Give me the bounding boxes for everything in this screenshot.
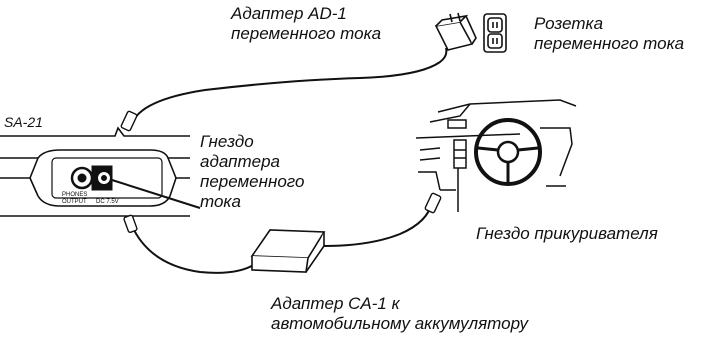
- ac-adapter-label: Адаптер AD-1 переменного тока: [231, 4, 381, 44]
- jack-leader-line: [111, 179, 201, 209]
- lighter-socket-label-text: Гнездо прикуривателя: [476, 224, 658, 243]
- adapter-jack-label-line-1: Гнездо: [200, 132, 254, 151]
- ac-adapter-cable: [131, 47, 448, 125]
- outlet-label: Розетка переменного тока: [534, 14, 684, 54]
- adapter-jack-label: Гнездо адаптера переменного тока: [200, 132, 304, 212]
- ac-adapter-label-line-1: Адаптер AD-1: [231, 4, 347, 23]
- adapter-jack-label-line-3: переменного: [200, 172, 305, 191]
- device-label: SA-21: [4, 112, 43, 132]
- lighter-plug-icon: [424, 192, 442, 214]
- car-dashboard-icon: [415, 99, 577, 191]
- outlet-label-line-1: Розетка: [534, 14, 604, 33]
- car-adapter-label-line-2: автомобильному аккумулятору: [271, 314, 528, 333]
- adapter-jack-label-line-4: тока: [200, 192, 241, 211]
- ac-adapter-label-line-2: переменного тока: [231, 24, 382, 43]
- output-label: OUTPUT: [62, 199, 87, 205]
- car-plug-keyboard-icon: [123, 214, 138, 234]
- outlet-label-line-2: переменного тока: [534, 34, 685, 53]
- car-adapter-box-icon: [250, 229, 326, 273]
- car-adapter-label: Адаптер CA-1 к автомобильному аккумулято…: [271, 294, 528, 334]
- keyboard-body: [0, 126, 190, 217]
- device-label-text: SA-21: [4, 114, 43, 130]
- dc-label: DC 7.5V: [96, 199, 119, 205]
- jack-panel: [51, 157, 163, 199]
- outlet-icon: [483, 13, 507, 53]
- car-adapter-label-line-1: Адаптер CA-1 к: [271, 294, 400, 313]
- adapter-jack-label-line-2: адаптера: [200, 152, 280, 171]
- ac-plug-icon: [120, 110, 138, 132]
- phones-label: PHONES: [62, 192, 87, 198]
- ac-adapter-icon: [434, 12, 477, 51]
- lighter-socket-label: Гнездо прикуривателя: [476, 224, 658, 244]
- car-adapter-cable: [131, 201, 433, 274]
